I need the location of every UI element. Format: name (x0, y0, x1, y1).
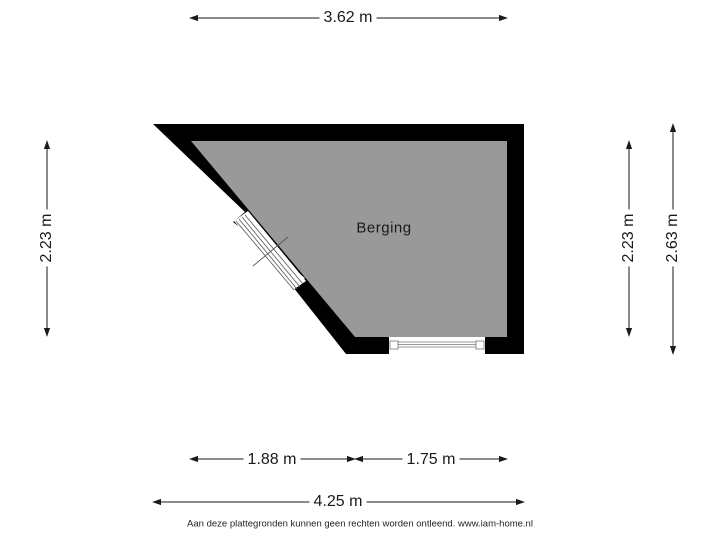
window-diagonal (234, 211, 306, 291)
disclaimer-text: Aan deze plattegronden kunnen geen recht… (187, 518, 533, 530)
window-bottom (389, 337, 485, 354)
dimension-bottom-left-segment: 1.88 m (243, 451, 301, 469)
room-label-berging: Berging (356, 219, 412, 237)
dimension-bottom-right-segment: 1.75 m (402, 451, 460, 469)
dimension-right-inner-height: 2.23 m (620, 209, 638, 267)
room-floor-berging (191, 141, 507, 337)
dimension-bottom-total: 4.25 m (309, 493, 367, 511)
dimension-left-height: 2.23 m (38, 209, 56, 267)
dimension-right-outer-height: 2.63 m (664, 209, 682, 267)
dimension-top-width: 3.62 m (319, 9, 377, 27)
